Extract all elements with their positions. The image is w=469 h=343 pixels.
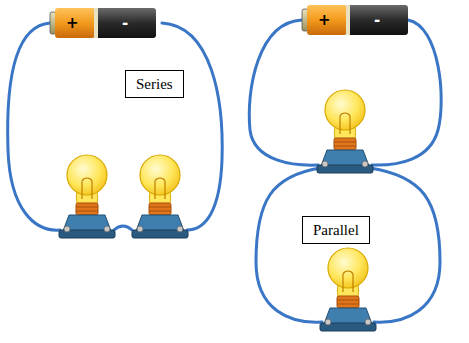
battery-polarity: +	[66, 15, 79, 31]
label-box: Parallel	[302, 216, 370, 244]
circuit-label: Series	[136, 75, 173, 93]
wires	[8, 20, 442, 322]
circuit-label: Parallel	[313, 221, 359, 239]
battery-polarity: +	[318, 12, 331, 28]
light-bulb	[59, 155, 115, 238]
battery-polarity: -	[122, 15, 128, 31]
battery	[302, 5, 408, 35]
light-bulb	[317, 90, 373, 173]
label-box: Series	[125, 70, 184, 98]
battery-polarity: -	[374, 12, 380, 28]
battery	[50, 8, 156, 38]
light-bulb	[132, 155, 188, 238]
light-bulb	[320, 248, 376, 331]
